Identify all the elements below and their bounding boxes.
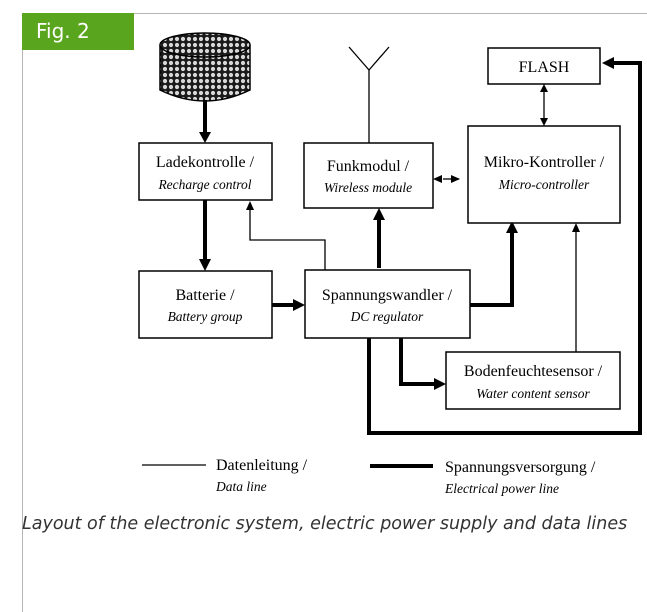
node-flash: FLASH [487,47,601,85]
node-battery-subtitle: Battery group [168,309,243,324]
node-sensor-subtitle: Water content sensor [476,386,590,401]
data-lines [246,84,580,352]
node-regulator-subtitle: DC regulator [350,309,424,324]
figure-caption: Layout of the electronic system, electri… [22,514,628,534]
node-wireless-subtitle: Wireless module [324,180,412,195]
node-water-content-sensor: Bodenfeuchtesensor / Water content senso… [445,351,621,410]
legend: Datenleitung / Data line Spannungsversor… [142,457,596,496]
node-recharge-title: Ladekontrolle / [156,154,255,171]
legend-power-line-subtitle: Electrical power line [444,481,559,496]
node-battery: Batterie / Battery group [138,270,273,339]
antenna-icon [348,46,390,143]
node-recharge-subtitle: Recharge control [157,177,251,192]
node-battery-title: Batterie / [175,287,235,304]
node-dc-regulator: Spannungswandler / DC regulator [304,269,471,339]
figure-label: Fig. 2 [22,13,134,50]
frame-top-border [22,13,647,14]
solar-cell-icon [159,32,251,102]
legend-power-line-title: Spannungsversorgung / [445,459,596,476]
node-wireless-title: Funkmodul / [327,158,410,175]
node-wireless-module: Funkmodul / Wireless module [303,142,434,209]
power-lines [199,57,642,435]
node-micro-subtitle: Micro-controller [498,177,590,192]
node-recharge-control: Ladekontrolle / Recharge control [138,142,273,201]
node-sensor-title: Bodenfeuchtesensor / [464,363,603,380]
legend-data-line-title: Datenleitung / [216,457,308,474]
node-regulator-title: Spannungswandler / [322,287,453,304]
node-micro-title: Mikro-Kontroller / [484,154,605,171]
node-flash-title: FLASH [519,59,570,76]
node-micro-controller: Mikro-Kontroller / Micro-controller [467,125,621,224]
legend-data-line-subtitle: Data line [215,479,267,494]
frame-left-border [22,13,23,612]
